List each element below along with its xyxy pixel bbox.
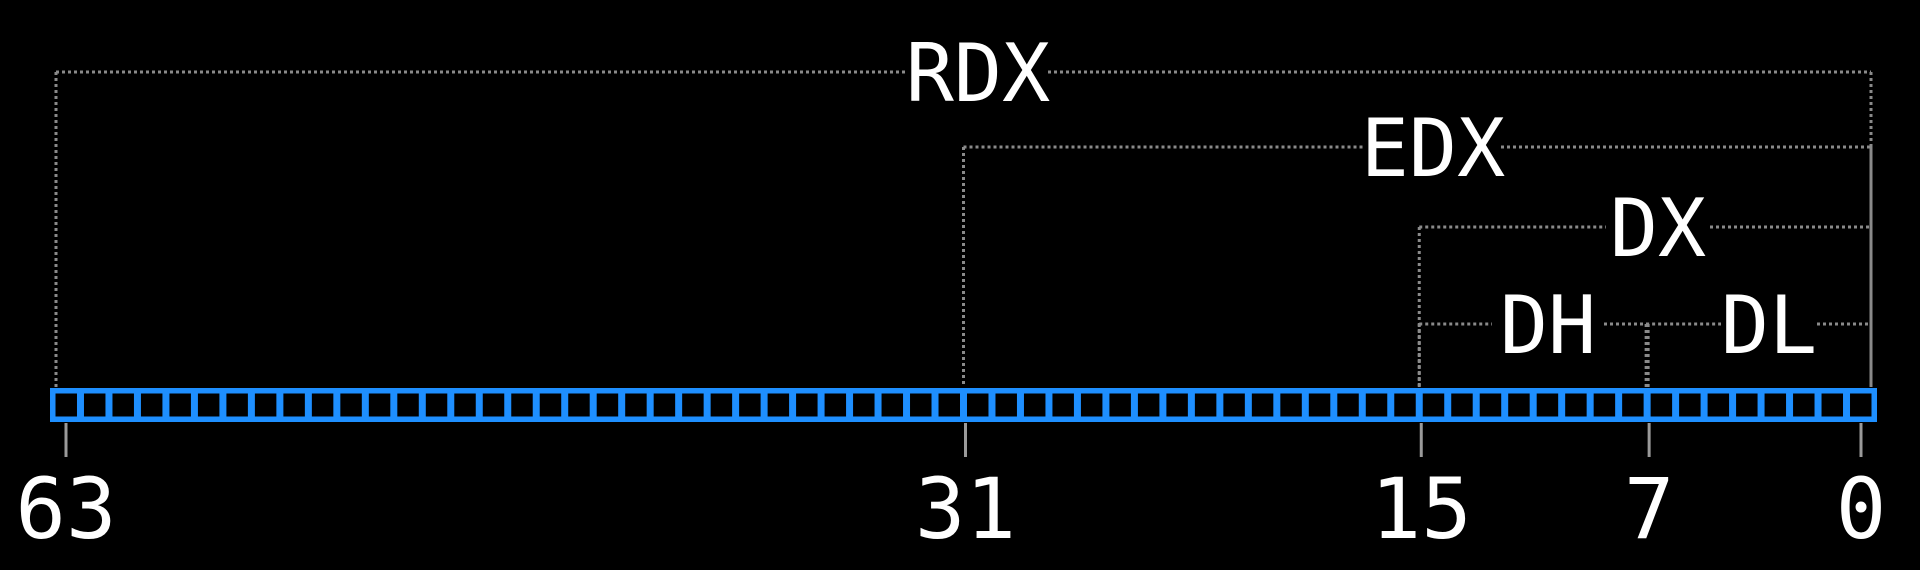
bit-cell-13 [1479,393,1502,417]
bit-cell-6 [1679,393,1701,417]
bit-cell-9 [1593,393,1616,417]
bit-cell-38 [767,393,790,417]
bit-cell-2 [1793,393,1815,417]
bit-cell-41 [682,393,704,417]
bit-cell-29 [1023,393,1046,417]
bit-cell-18 [1337,393,1359,417]
bit-cell-36 [824,393,847,417]
bit-cell-22 [1223,393,1245,417]
bit-cell-35 [853,393,875,417]
bit-cell-1 [1821,393,1844,417]
bit-cell-63 [55,393,77,417]
bit-cell-31 [967,393,989,417]
bit-cell-39 [739,393,761,417]
bit-cell-43 [625,393,647,417]
bit-cell-49 [454,393,476,417]
bit-ticks [64,423,1863,457]
bit-cell-25 [1137,393,1160,417]
bit-cell-44 [596,393,619,417]
register-label-dx: DX [1610,182,1706,275]
bit-cell-15 [1422,393,1445,417]
bit-cell-58 [197,393,220,417]
bit-cell-34 [881,393,904,417]
register-label-edx: EDX [1361,102,1506,195]
bit-cell-5 [1707,393,1730,417]
bit-cell-14 [1451,393,1473,417]
register-label-dl: DL [1721,279,1817,372]
bit-marker-63: 63 [15,460,116,558]
bit-cell-10 [1565,393,1587,417]
bit-cell-51 [397,393,419,417]
bit-cell-11 [1536,393,1559,417]
bit-cell-45 [568,393,590,417]
bit-cell-37 [796,393,818,417]
bit-cell-12 [1508,393,1530,417]
bit-cell-32 [938,393,960,417]
bit-cell-20 [1280,393,1302,417]
bit-cell-28 [1052,393,1074,417]
bit-cell-0 [1850,393,1872,417]
register-brackets [54,70,1873,387]
bit-cell-21 [1251,393,1274,417]
bit-cell-19 [1308,393,1331,417]
bit-cell-50 [425,393,448,417]
bit-cell-54 [311,393,334,417]
bit-cell-47 [511,393,533,417]
bit-cell-59 [169,393,191,417]
register-label-rdx: RDX [906,27,1051,120]
bit-cell-27 [1080,393,1103,417]
bit-cell-40 [710,393,733,417]
bit-marker-7: 7 [1624,460,1675,558]
bit-cell-30 [995,393,1017,417]
bit-strip [50,388,1877,422]
bit-cell-55 [283,393,305,417]
bit-cell-62 [83,393,106,417]
register-labels: RDX EDX DX DH DL [906,27,1817,372]
bit-cell-46 [539,393,562,417]
bit-cell-61 [112,393,134,417]
bit-cell-33 [910,393,932,417]
bit-cell-7 [1650,393,1673,417]
bit-cell-52 [368,393,391,417]
bit-cell-56 [254,393,277,417]
bit-cell-8 [1622,393,1644,417]
bit-marker-31: 31 [915,460,1016,558]
bit-cell-53 [340,393,362,417]
bit-marker-0: 0 [1836,460,1887,558]
bit-cell-24 [1166,393,1188,417]
bit-markers: 63 31 15 7 0 [15,460,1886,558]
register-label-dh: DH [1500,279,1596,372]
bit-cell-16 [1394,393,1416,417]
bit-cell-57 [226,393,248,417]
bit-cell-17 [1365,393,1388,417]
bit-marker-15: 15 [1371,460,1472,558]
bit-cell-48 [482,393,505,417]
bit-cell-60 [140,393,163,417]
bit-cell-42 [653,393,676,417]
bit-cell-23 [1194,393,1217,417]
bit-cell-4 [1736,393,1758,417]
bit-cell-26 [1109,393,1131,417]
bit-cell-3 [1764,393,1787,417]
